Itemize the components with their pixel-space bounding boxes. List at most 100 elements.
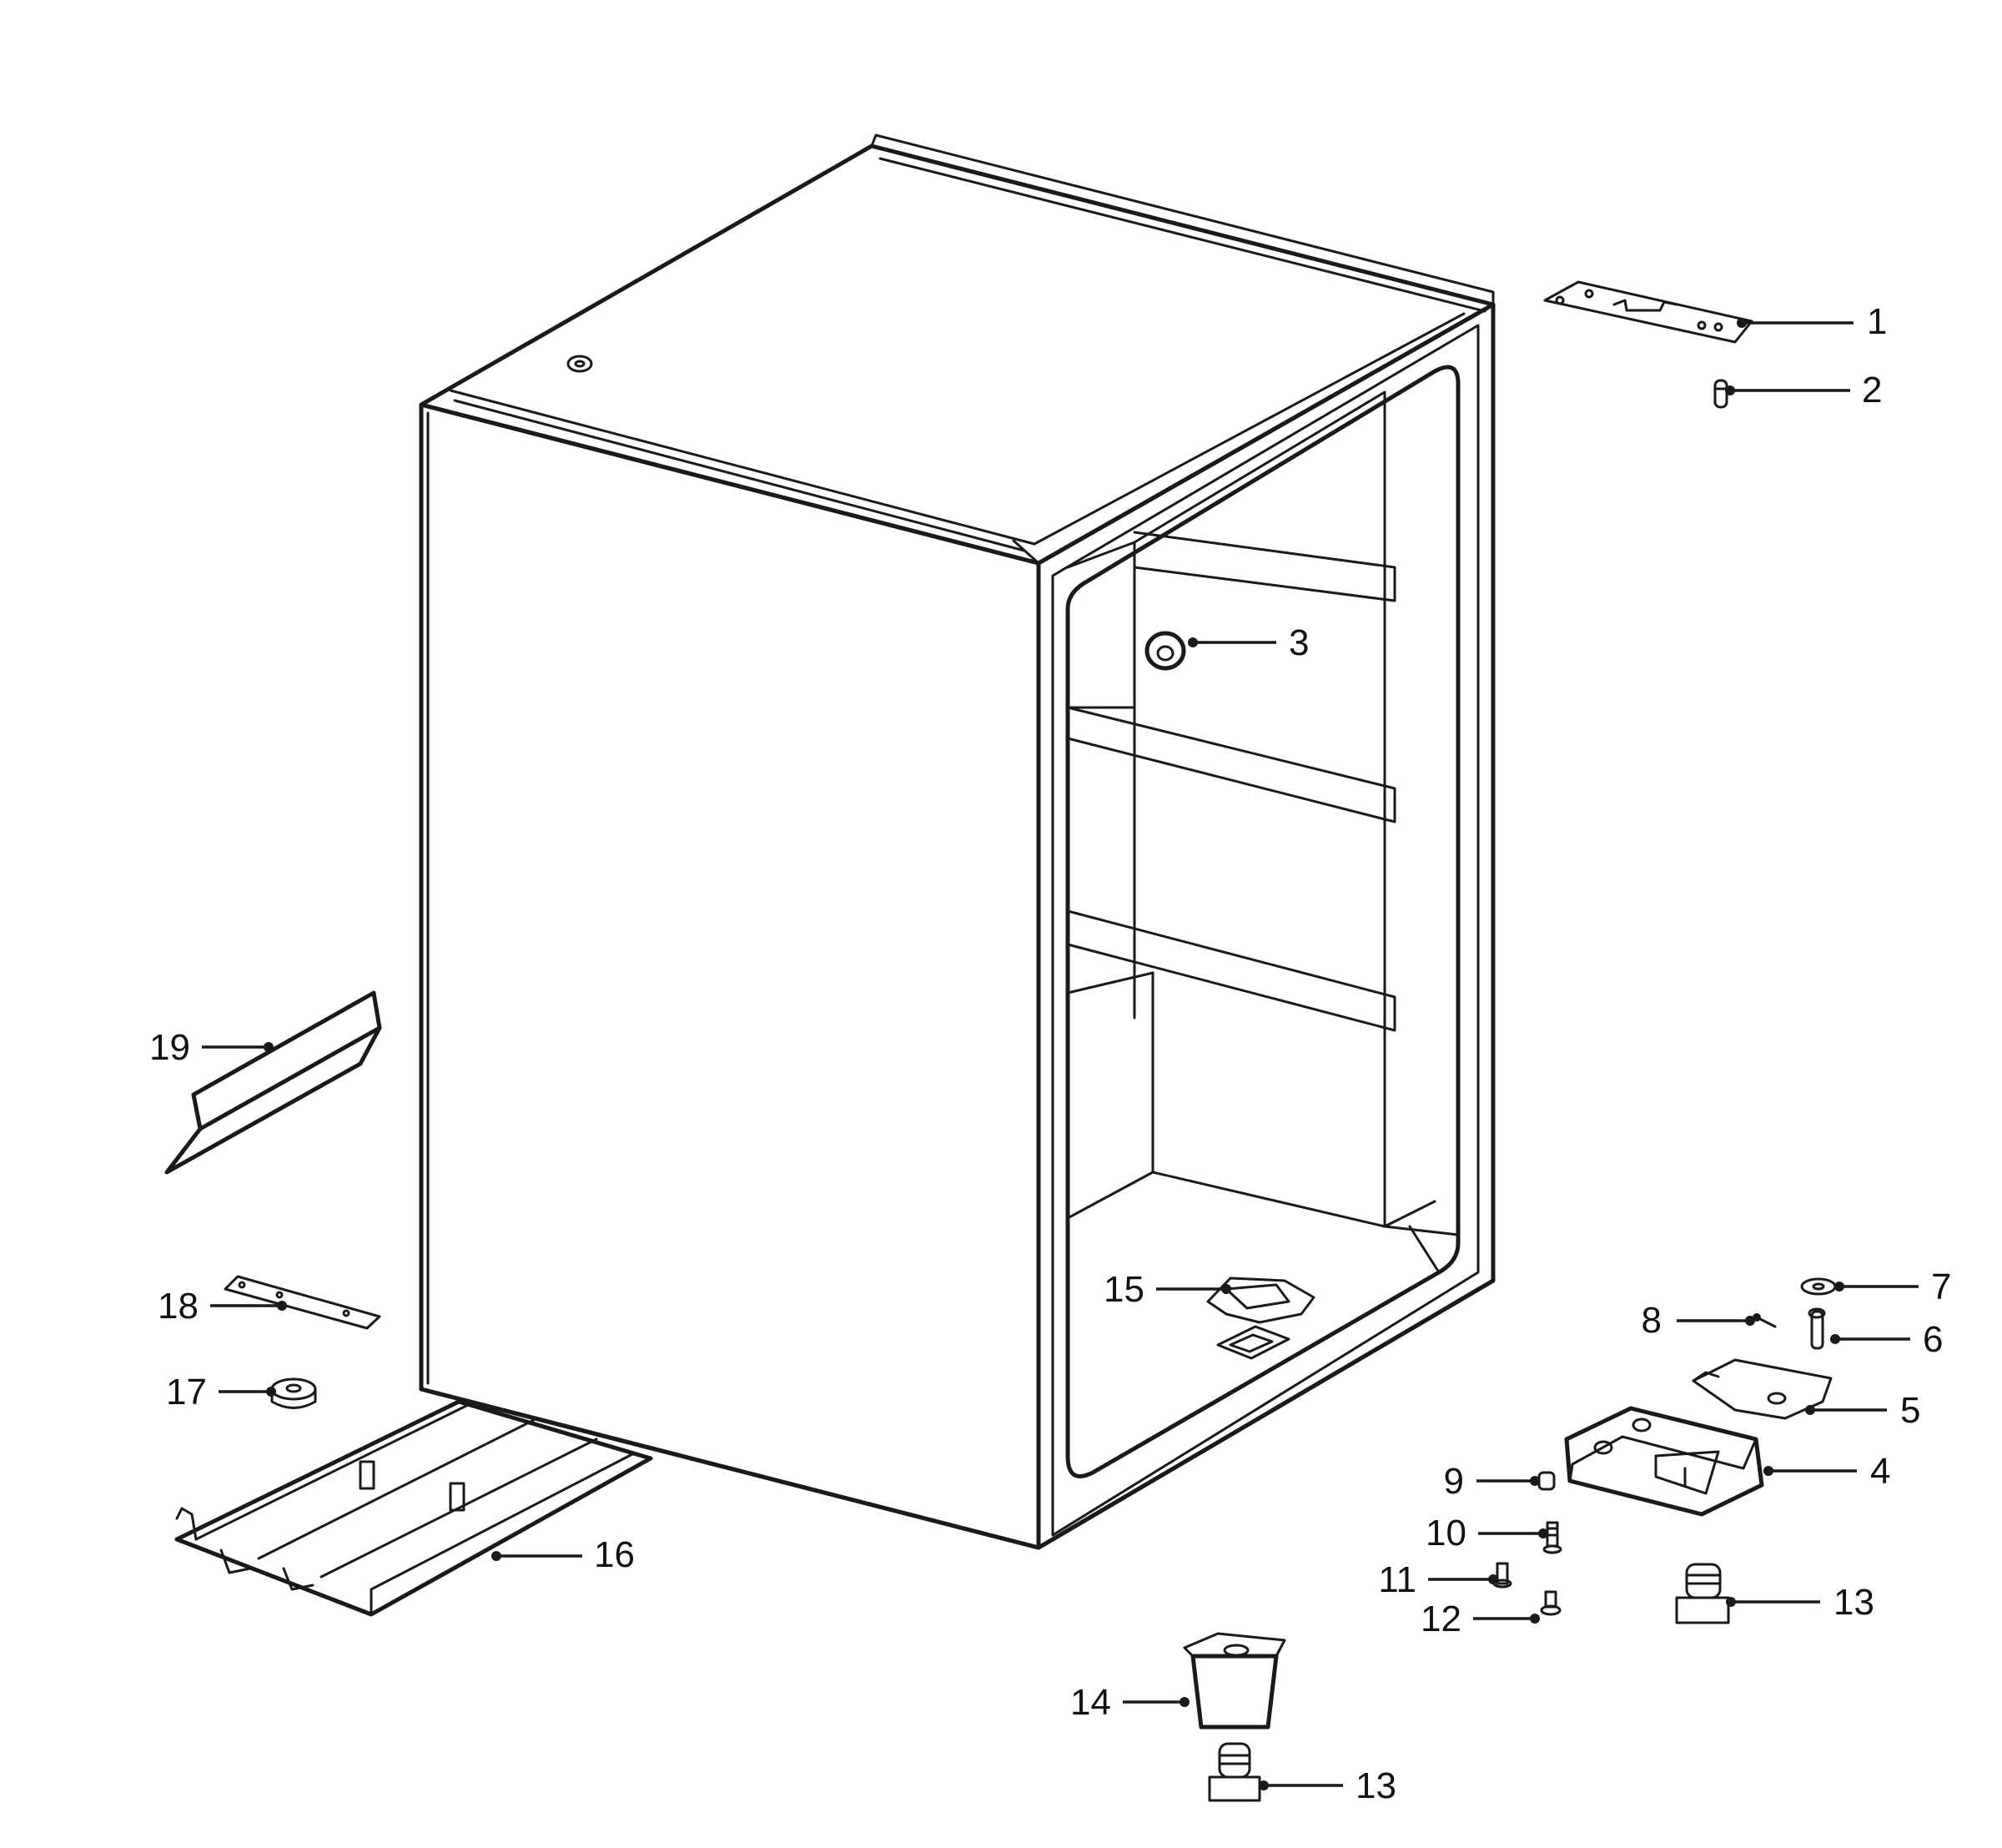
- part-16-base-frame: [174, 1399, 653, 1617]
- callout-label: 7: [1931, 1266, 1951, 1307]
- callout-label: 18: [158, 1286, 199, 1327]
- callout-dot: [1726, 1597, 1736, 1607]
- callout-dot: [1763, 1466, 1773, 1476]
- callout-dot: [1538, 1528, 1548, 1538]
- callout-label: 3: [1289, 622, 1309, 663]
- shelf-rail-2: [1066, 706, 1396, 823]
- liner-ceiling-edge: [1133, 390, 1386, 544]
- callout-1: 1: [1737, 301, 1887, 342]
- cabinet-bottom-edge: [419, 1278, 1496, 1550]
- callout-dot: [1188, 637, 1198, 647]
- callout-label: 15: [1104, 1269, 1144, 1310]
- part-5-shim-plate: [1692, 1358, 1833, 1420]
- callout-15: 15: [1104, 1269, 1231, 1310]
- part-12-screw: [1540, 1590, 1562, 1616]
- part-19-angle-trim: [164, 990, 382, 1175]
- part-4-bottom-hinge: [1564, 1406, 1764, 1517]
- callout-11: 11: [1378, 1559, 1498, 1600]
- callout-dot: [1530, 1614, 1540, 1624]
- callout-dot: [1221, 1284, 1231, 1294]
- cabinet-top-rear-groove: [878, 157, 1486, 313]
- callout-label: 2: [1862, 370, 1882, 410]
- callout-12: 12: [1421, 1599, 1540, 1639]
- callout-label: 10: [1426, 1513, 1466, 1553]
- part-1-top-hinge: [1543, 280, 1753, 344]
- callout-17: 17: [166, 1372, 276, 1412]
- callout-18: 18: [158, 1286, 287, 1327]
- callout-dot: [1259, 1780, 1269, 1790]
- callout-13: 13: [1726, 1582, 1874, 1623]
- cabinet-top-front-groove: [453, 399, 1026, 552]
- callout-dot: [264, 1042, 274, 1052]
- callout-label: 13: [1356, 1765, 1396, 1806]
- part-6-hinge-pin: [1808, 1307, 1826, 1350]
- callout-dot: [277, 1301, 287, 1311]
- callout-dot: [1805, 1405, 1815, 1415]
- part-13-leveling-leg-right: [1675, 1563, 1730, 1624]
- callout-8: 8: [1642, 1300, 1755, 1341]
- callout-label: 1: [1867, 301, 1887, 342]
- callout-dot: [1530, 1476, 1540, 1486]
- cabinet-top-rear-lip: [870, 133, 1495, 306]
- shelf-rail-3: [1066, 909, 1396, 1032]
- cabinet-side-panel: [419, 402, 1041, 1550]
- callout-label: 5: [1900, 1390, 1920, 1431]
- part-3-bushing: [1144, 631, 1186, 671]
- callout-9: 9: [1444, 1461, 1540, 1502]
- cabinet-top-corner-seam: [1012, 539, 1040, 565]
- callout-19: 19: [149, 1027, 274, 1068]
- callout-dot: [1830, 1334, 1840, 1344]
- part-9-cap: [1537, 1471, 1556, 1491]
- part-7-washer: [1800, 1277, 1837, 1296]
- callout-label: 14: [1070, 1682, 1111, 1723]
- cabinet-top-hole-inner: [574, 360, 586, 368]
- callout-label: 6: [1923, 1319, 1943, 1360]
- cabinet-front-frame: [1036, 302, 1496, 1550]
- callout-label: 4: [1870, 1451, 1890, 1492]
- part-17-foot-pad: [270, 1377, 317, 1409]
- callout-label: 9: [1444, 1461, 1464, 1502]
- callout-16: 16: [491, 1534, 635, 1575]
- callout-2: 2: [1725, 370, 1882, 410]
- cabinet: [419, 133, 1496, 1550]
- callout-dot: [1834, 1282, 1844, 1292]
- cabinet-top-hole: [566, 355, 593, 373]
- callout-13: 13: [1259, 1765, 1396, 1806]
- part-2-pin: [1713, 379, 1728, 409]
- callout-dot: [1737, 318, 1747, 328]
- part-13-leveling-leg-bottom: [1208, 1742, 1261, 1802]
- part-10-screw: [1542, 1521, 1562, 1554]
- callout-dot: [1745, 1316, 1755, 1326]
- part-11-screw: [1492, 1562, 1512, 1589]
- part-18-strip-plate: [224, 1275, 381, 1330]
- callout-label: 19: [149, 1027, 190, 1068]
- cabinet-front-frame-inner: [1051, 324, 1480, 1537]
- callout-5: 5: [1805, 1390, 1920, 1431]
- callout-dot: [491, 1551, 501, 1561]
- callout-dot: [1725, 385, 1735, 395]
- callout-10: 10: [1426, 1513, 1548, 1553]
- callout-3: 3: [1188, 622, 1309, 663]
- callout-dot: [1488, 1574, 1498, 1584]
- callout-label: 16: [594, 1534, 635, 1575]
- lower-compartment: [1066, 971, 1460, 1360]
- cabinet-top-panel: [419, 144, 1496, 566]
- callout-7: 7: [1834, 1266, 1951, 1307]
- part-14-leg-cup: [1183, 1632, 1286, 1730]
- callout-4: 4: [1763, 1451, 1890, 1492]
- callout-label: 11: [1378, 1559, 1416, 1600]
- callout-6: 6: [1830, 1319, 1943, 1360]
- callout-label: 13: [1833, 1582, 1874, 1623]
- callout-dot: [1180, 1697, 1190, 1707]
- shelf-rail-1: [1066, 531, 1396, 602]
- part-15-drain-trough: [1206, 1276, 1315, 1324]
- cabinet-top-front-rail: [449, 312, 1466, 546]
- callout-label: 17: [166, 1372, 207, 1412]
- callout-label: 12: [1421, 1599, 1461, 1639]
- callout-dot: [266, 1387, 276, 1397]
- part-8-screw: [1753, 1313, 1777, 1328]
- callout-14: 14: [1070, 1682, 1190, 1723]
